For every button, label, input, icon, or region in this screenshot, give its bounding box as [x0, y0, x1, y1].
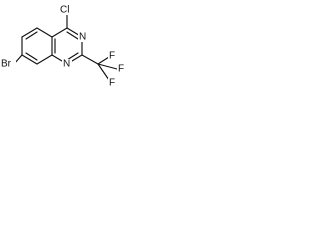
bond-cf3-f-right	[97, 63, 118, 70]
bond-inner-c2-n1	[66, 52, 79, 61]
label-bg-cl	[59, 4, 75, 15]
bond-c2-cf3	[81, 54, 99, 65]
atom-chlorine: Cl	[60, 5, 69, 16]
bond-c4a-c5	[36, 27, 53, 38]
bond-c8-c8a	[36, 54, 53, 65]
bond-cf3-f-top	[97, 56, 110, 65]
bond-cf3-f-bottom	[97, 63, 110, 81]
bond-group	[13, 14, 118, 81]
atom-fluorine-bottom: F	[109, 78, 115, 89]
bond-c7-c8	[21, 54, 38, 65]
label-bg-f-top	[108, 51, 117, 61]
label-bg-br	[0, 58, 16, 69]
bond-inner-c4-n3	[66, 31, 79, 40]
bond-inner-c5-c6	[25, 31, 38, 40]
bond-inner-c7-c8	[25, 52, 38, 61]
atom-label-group: Cl N N Br F F F	[0, 4, 126, 89]
label-bg-f-right	[117, 64, 126, 74]
bond-c5-c6	[21, 27, 38, 38]
atom-bromine: Br	[1, 59, 12, 70]
atom-nitrogen-1: N	[63, 59, 70, 70]
label-bg-n1	[62, 59, 72, 69]
bond-c4-c4a	[51, 27, 68, 38]
label-bg-f-bottom	[108, 78, 117, 88]
atom-nitrogen-3: N	[79, 32, 86, 43]
atom-fluorine-top: F	[109, 51, 115, 62]
chemical-structure-diagram: Cl N N Br F F F	[0, 4, 126, 89]
atom-fluorine-right: F	[118, 64, 124, 75]
label-bg-n3	[78, 32, 88, 42]
